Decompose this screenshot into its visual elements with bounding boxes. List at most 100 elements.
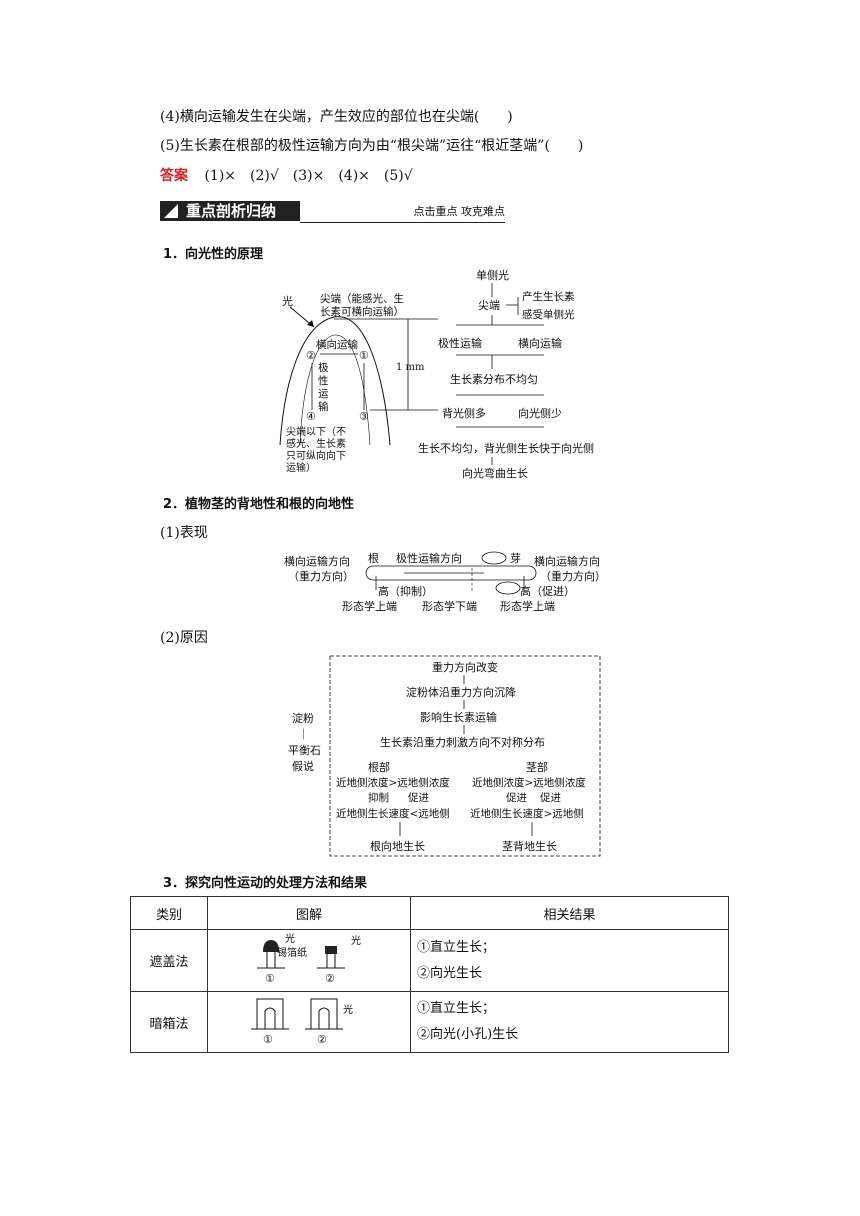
num-2: ②	[306, 349, 316, 362]
dark-box-1	[256, 998, 284, 1030]
result-2: ②向光(小孔)生长	[417, 1027, 519, 1042]
flow-polar: 极性运输	[438, 336, 482, 350]
result-1: ①直立生长；	[417, 1001, 496, 1016]
cause-step-3: 影响生长素运输	[420, 710, 497, 724]
below-line-2: 感光、生长素	[286, 437, 346, 450]
root-eff-a: 抑制	[368, 791, 389, 804]
cover-method-figure: 光 锡箔纸 光 ① ②	[257, 932, 361, 985]
root-result: 根向地生长	[370, 839, 425, 853]
stem-result: 茎背地生长	[502, 839, 557, 853]
statement-4: (4)横向运输发生在尖端，产生效应的部位也在尖端( )	[160, 109, 513, 125]
flow-back-more: 背光侧多	[442, 406, 486, 420]
left-dir-2: （重力方向）	[288, 569, 354, 583]
row-category: 暗箱法	[130, 991, 208, 1053]
high-inhibit: 高（抑制）	[378, 584, 433, 598]
stem-conc: 近地侧浓度>远地侧浓度	[472, 776, 586, 789]
stem-speed: 近地侧生长速度>远地侧	[470, 807, 584, 820]
right-dir-1: 横向运输方向	[534, 554, 600, 568]
dashed-frame	[329, 655, 601, 857]
light-arrowhead-icon	[307, 320, 314, 327]
foil-ring-icon	[325, 945, 337, 954]
morph-upper-right: 形态学上端	[500, 599, 555, 613]
banner-title: 重点剖析归纳	[186, 202, 277, 220]
cause-step-4: 生长素沿重力刺激方向不对称分布	[380, 735, 545, 749]
left-dir-1: 横向运输方向	[284, 554, 350, 568]
col-figure: 图解	[207, 896, 411, 930]
side-label-2: ｜	[298, 728, 309, 741]
light-label: 光	[282, 294, 293, 308]
section-banner: 重点剖析归纳 点击重点 攻克难点	[160, 201, 505, 223]
flow-bend: 向光弯曲生长	[462, 466, 528, 480]
cover-light-a: 光	[285, 932, 295, 945]
gravitropism-diagram: 横向运输方向 （重力方向） 根 极性运输方向 芽 横向运输方向 （重力方向） 高…	[284, 551, 606, 613]
row-figure: 光 锡箔纸 光 ① ②	[207, 929, 411, 992]
banner-rule	[300, 222, 505, 223]
cover-n1: ①	[265, 972, 275, 985]
tip-label-1: 尖端（能感光、生	[320, 292, 404, 305]
right-dir-2: （重力方向）	[540, 569, 606, 583]
row-figure: 光 ① ②	[207, 991, 411, 1053]
row-results: ①直立生长； ②向光(小孔)生长	[410, 991, 729, 1053]
high-promote: 高（促进）	[520, 584, 575, 598]
section3-heading: 3．探究向性运动的处理方法和结果	[163, 876, 368, 891]
section1-heading: 1．向光性的原理	[163, 247, 264, 262]
cause-step-2: 淀粉体沿重力方向沉降	[406, 685, 516, 699]
dark-box-figure: 光 ① ②	[251, 998, 353, 1046]
dark-box-2	[310, 998, 338, 1030]
side-label-1: 淀粉	[292, 711, 314, 725]
seedling-box-2	[318, 1007, 330, 1029]
results-table: 类别 图解 相关结果 遮盖法 光 锡箔纸 光 ① ② ①直立生长；	[130, 896, 729, 1053]
banner-title-box: 重点剖析归纳	[160, 201, 300, 221]
coleoptile-inner	[299, 334, 371, 446]
col-results: 相关结果	[410, 896, 729, 930]
cause-step-1: 重力方向改变	[432, 660, 498, 674]
root-speed: 近地侧生长速度<远地侧	[336, 807, 450, 820]
root-part: 根部	[368, 760, 390, 774]
mm-label: 1 mm	[396, 362, 425, 373]
seedling-box-1	[264, 1007, 276, 1029]
flow-sense: 感受单侧光	[522, 308, 575, 321]
statement-5: (5)生长素在根部的极性运输方向为由“根尖端”运往“根近茎端”( )	[160, 138, 584, 154]
leaf-bottom-icon	[495, 581, 521, 595]
row-category: 遮盖法	[130, 929, 208, 992]
polar-char-4: 输	[318, 400, 329, 413]
result-1: ①直立生长；	[417, 939, 496, 955]
root-eff-b: 促进	[408, 791, 429, 804]
polar-char-2: 性	[318, 374, 329, 387]
flow-produce: 产生生长素	[522, 290, 575, 303]
answer-text: (1)× (2)√ (3)× (4)× (5)√	[204, 168, 413, 184]
flow-growth-uneven: 生长不均匀，背光侧生长快于向光侧	[418, 441, 594, 455]
below-line-1: 尖端以下（不	[286, 425, 346, 438]
answer-line: 答案 (1)× (2)√ (3)× (4)× (5)√	[160, 165, 413, 185]
foil-cap-icon	[263, 939, 279, 952]
gravity-cause-diagram: 淀粉 ｜ 平衡石 假说 重力方向改变 淀粉体沿重力方向沉降 影响生长素运输 生长…	[288, 655, 601, 857]
flow-uneven: 生长素分布不均匀	[450, 372, 538, 386]
side-label-4: 假说	[292, 759, 314, 773]
morph-lower: 形态学下端	[422, 599, 477, 613]
section2-sub1: (1)表现	[160, 525, 208, 541]
polar-char-3: 运	[318, 388, 329, 400]
box-n1: ①	[263, 1033, 273, 1046]
below-line-4: 运输）	[286, 461, 316, 474]
stem-part: 茎部	[526, 760, 548, 774]
morph-upper-left: 形态学上端	[342, 599, 397, 613]
bud-label: 芽	[510, 551, 521, 565]
root-conc: 近地侧浓度>远地侧浓度	[336, 776, 450, 789]
banner-corner-icon	[164, 204, 178, 218]
table-row: 暗箱法 光 ① ② ①直立生长； ②向光(小孔)生长	[130, 991, 729, 1053]
stem-eff-b: 促进	[540, 791, 561, 804]
lateral-label: 横向运输	[316, 338, 358, 351]
num-3: ③	[359, 410, 369, 423]
phototropism-diagram: 光 尖端（能感光、生 长素可横向运输） 横向运输 ② ① 极 性 运 输 ④ ③…	[279, 268, 594, 480]
answer-label: 答案	[160, 168, 188, 184]
result-2: ②向光生长	[417, 965, 483, 981]
table-header-row: 类别 图解 相关结果	[130, 896, 729, 930]
num-1: ①	[359, 349, 369, 362]
num-4: ④	[306, 410, 316, 423]
section2-heading: 2．植物茎的背地性和根的向地性	[163, 497, 355, 512]
leaf-top-icon	[481, 551, 507, 565]
section2-sub2: (2)原因	[160, 630, 208, 646]
flow-front-less: 向光侧少	[518, 406, 562, 420]
row-results: ①直立生长； ②向光生长	[410, 929, 729, 992]
cover-light-b: 光	[351, 934, 361, 947]
